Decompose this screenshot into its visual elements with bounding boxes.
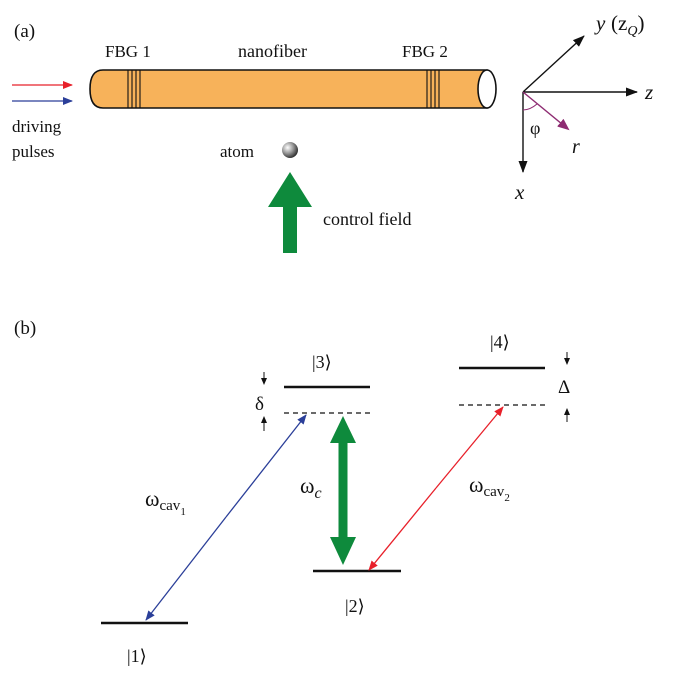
- fbg2-label: FBG 2: [402, 42, 448, 61]
- driving-label-2: pulses: [12, 142, 55, 161]
- omega-cav1-subsub: 1: [180, 506, 186, 518]
- fbg1-label: FBG 1: [105, 42, 151, 61]
- omega-cav1-label: ωcav1: [145, 486, 186, 518]
- cav1-arrow-up: [225, 414, 307, 518]
- control-field-arrow: [268, 172, 312, 253]
- nanofiber-label: nanofiber: [238, 41, 307, 61]
- phi-label: φ: [530, 118, 540, 138]
- control-double-arrow: [330, 416, 356, 565]
- omega-c-label: ωc: [300, 473, 322, 502]
- level-4-label: |4⟩: [490, 332, 510, 352]
- omega-cav2-subsub: 2: [504, 492, 510, 504]
- zq-sub: Q: [627, 24, 637, 39]
- level-3-label: |3⟩: [312, 352, 332, 372]
- panel-b-label: (b): [14, 318, 36, 339]
- level-2-label: |2⟩: [345, 596, 365, 616]
- omega-cav2-sub: cav: [483, 484, 504, 500]
- r-label: r: [572, 136, 580, 158]
- omega-cav2-symbol: ω: [469, 472, 483, 497]
- omega-cav1-sub: cav: [159, 498, 180, 514]
- axis-zq-label: (zQ): [611, 11, 644, 39]
- fiber-end-face: [477, 69, 497, 109]
- coordinate-axes: [518, 35, 638, 173]
- fbg1-grating: [127, 70, 141, 108]
- axis-y-label: y: [594, 11, 606, 35]
- atom-label: atom: [220, 142, 254, 161]
- phi-arc: [522, 103, 538, 111]
- atom-sphere: [282, 142, 298, 158]
- level-1-label: |1⟩: [127, 646, 147, 666]
- delta-big-label: Δ: [558, 377, 570, 398]
- cav2-arrow-down: [368, 487, 437, 571]
- cav2-arrow-up: [435, 406, 504, 489]
- y-axis-arrow: [522, 35, 585, 93]
- delta-small-label: δ: [255, 394, 264, 415]
- cav1-arrow-down: [145, 516, 227, 621]
- fbg2-grating: [426, 70, 440, 108]
- control-field-label: control field: [323, 209, 411, 229]
- omega-c-sub: c: [314, 485, 321, 502]
- axis-x-label: x: [514, 180, 525, 204]
- driving-label-1: driving: [12, 117, 62, 136]
- omega-cav1-symbol: ω: [145, 486, 159, 511]
- r-vector-arrow: [522, 91, 570, 131]
- nanofiber: [89, 69, 497, 109]
- zq-open: (z: [611, 11, 627, 35]
- panel-a-label: (a): [14, 21, 35, 42]
- omega-cav2-label: ωcav2: [469, 472, 510, 504]
- omega-c-symbol: ω: [300, 473, 314, 498]
- axis-z-label: z: [644, 80, 653, 104]
- zq-close: ): [637, 11, 644, 35]
